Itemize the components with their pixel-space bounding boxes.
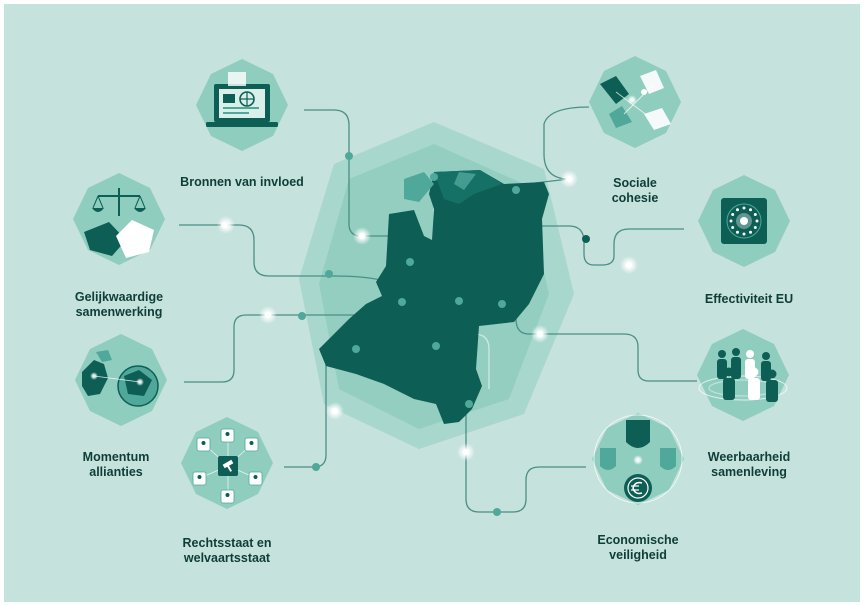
network-people-gavel-icon xyxy=(192,428,263,504)
node-sociale xyxy=(589,56,681,148)
node-bronnen xyxy=(196,59,288,151)
label-sociale: Sociale cohesie xyxy=(611,176,659,205)
shield-euro-icon xyxy=(593,414,683,504)
people-group-icon xyxy=(698,348,788,402)
glow-nodes xyxy=(217,170,638,461)
eu-stars-icon xyxy=(721,198,767,244)
label-rechtsstaat: Rechtsstaat en welvaartsstaat xyxy=(182,536,272,565)
label-momentum: Momentum allianties xyxy=(82,450,150,479)
node-eu xyxy=(698,175,790,267)
netherlands-map-icon xyxy=(319,170,549,424)
node-economisch xyxy=(592,413,684,505)
node-weerbaarheid xyxy=(697,329,789,421)
infographic-art xyxy=(73,56,790,516)
map-globe-icon xyxy=(82,350,159,407)
label-economisch: Economische veiligheid xyxy=(597,533,679,562)
label-bronnen: Bronnen van invloed xyxy=(180,175,304,189)
infographic: Bronnen van invloed Sociale cohesie Geli… xyxy=(4,4,860,602)
circuit-nodes xyxy=(298,152,590,516)
scales-handshake-icon xyxy=(84,188,154,258)
laptop-globe-icon xyxy=(206,72,278,127)
label-eu: Effectiviteit EU xyxy=(704,292,794,306)
label-weerbaarheid: Weerbaarheid samenleving xyxy=(707,450,791,479)
label-gelijk: Gelijkwaardige samenwerking xyxy=(74,290,164,319)
node-gelijk xyxy=(73,173,165,265)
handshake-hands-icon xyxy=(600,70,671,130)
node-rechtsstaat xyxy=(181,417,273,509)
node-momentum xyxy=(75,334,167,426)
